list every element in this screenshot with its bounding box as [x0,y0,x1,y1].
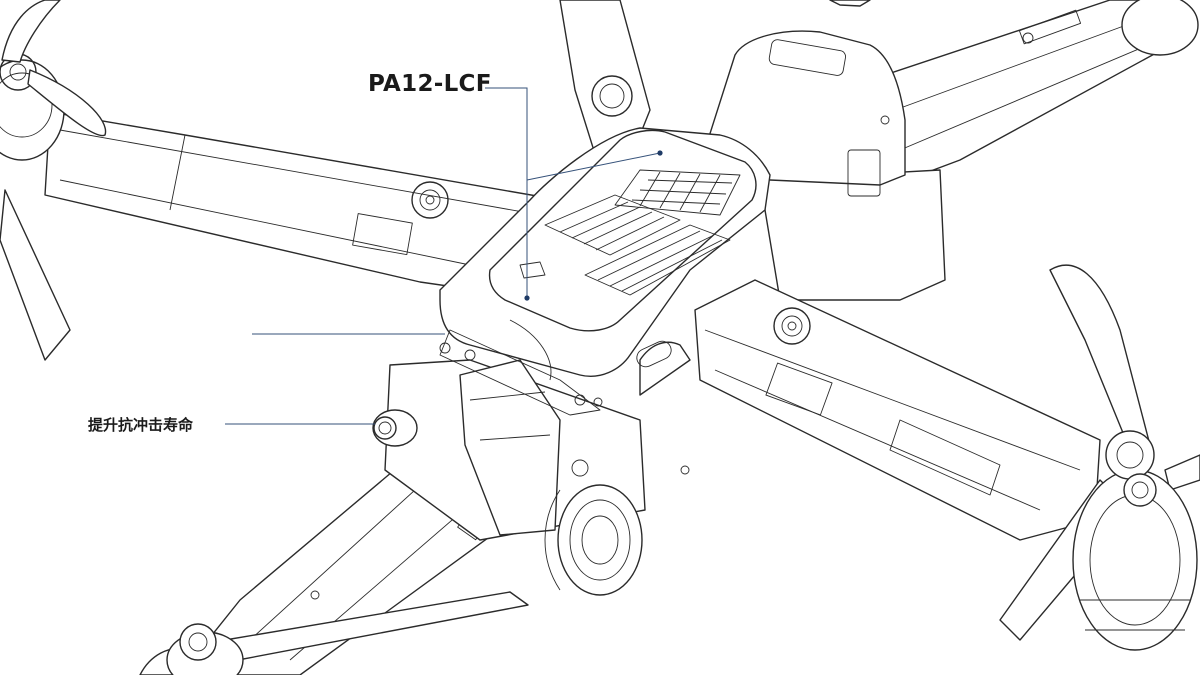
leader-material-branch [526,152,661,181]
top-module [439,127,771,416]
leader-material-branch-dot [657,150,663,156]
impact-life-label: 提升抗冲击寿命 [88,416,194,434]
vent-grid [614,169,741,216]
callout-leaders [225,87,663,425]
leader-material-dot [524,295,530,301]
material-label: PA12-LCF [368,71,492,97]
rear-left-arm [44,111,561,301]
front-right-arm [694,279,1101,541]
front-right-motor [999,264,1200,651]
front-left-motor [139,591,529,679]
rear-right-arm [869,0,1199,191]
side-sensor [372,409,418,447]
heatsink-fins [519,194,731,296]
leader-material [485,87,528,296]
rear-left-motor [0,0,107,361]
main-body [699,30,946,301]
